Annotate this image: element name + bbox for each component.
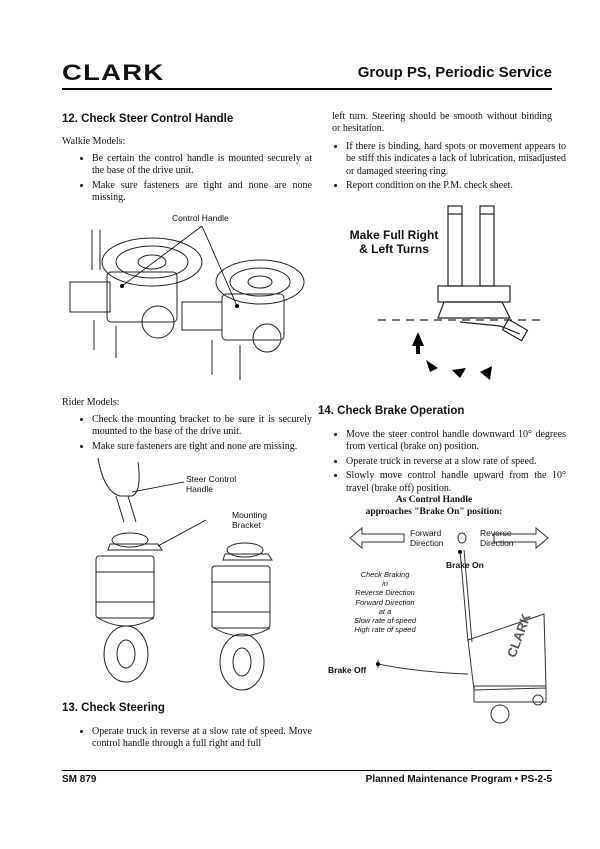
check-braking-note: Check Braking in Reverse Direction Forwa… xyxy=(340,570,430,634)
walkie-control-handle-figure: Control Handle xyxy=(62,210,308,390)
list-item: If there is binding, hard spots or movem… xyxy=(346,141,566,178)
full-turns-label: Make Full Right & Left Turns xyxy=(349,228,439,256)
list-item: Check the mounting bracket to be sure it… xyxy=(92,414,312,439)
manual-number: SM 879 xyxy=(62,774,97,785)
list-item: Move the steer control handle downward 1… xyxy=(346,429,566,454)
list-item: Make sure fasteners are tight and none a… xyxy=(92,441,312,453)
mounting-bracket-label: Mounting Bracket xyxy=(232,510,267,530)
page-reference: Planned Maintenance Program • PS-2-5 xyxy=(365,774,552,785)
section-13-title: 13. Check Steering xyxy=(62,702,165,714)
rider-label: Rider Models: xyxy=(62,397,120,408)
section-title: Group PS, Periodic Service xyxy=(357,64,552,81)
section-14-title: 14. Check Brake Operation xyxy=(318,405,465,417)
clark-logo: CLARK xyxy=(62,60,165,85)
steering-continued: left turn. Steering should be smooth wit… xyxy=(332,111,552,135)
list-item: Be certain the control handle is mounted… xyxy=(92,153,312,178)
walkie-label: Walkie Models: xyxy=(62,136,126,147)
section-12-title: 12. Check Steer Control Handle xyxy=(62,113,234,125)
header-rule xyxy=(62,88,552,90)
note-line: Check Braking xyxy=(360,570,410,579)
note-line: Reverse Direction xyxy=(355,588,415,598)
note-line: Slow rate of speed xyxy=(353,616,417,626)
steer-control-handle-label: Steer Control Handle xyxy=(186,474,237,494)
rider-list: Check the mounting bracket to be sure it… xyxy=(78,414,312,455)
note-line: High rate of speed xyxy=(354,625,416,635)
steering-list-continued: If there is binding, hard spots or movem… xyxy=(332,141,566,195)
reverse-direction-label: Reverse Direction xyxy=(480,528,514,548)
steering-list: Operate truck in reverse at a slow rate … xyxy=(78,726,312,753)
brake-caption-line-1: As Control Handle xyxy=(395,495,473,505)
note-line: in xyxy=(382,579,388,589)
list-item: Slowly move control handle upward from t… xyxy=(346,470,566,495)
brake-caption-line-2: approaches "Brake On" position: xyxy=(365,507,503,517)
rider-mounting-bracket-figure: Steer Control Handle Mounting Bracket xyxy=(80,452,300,692)
list-item: Operate truck in reverse at a slow rate … xyxy=(92,726,312,751)
note-line: Forward Direction xyxy=(355,597,415,607)
control-handle-label: Control Handle xyxy=(172,213,229,223)
brake-off-label: Brake Off xyxy=(328,665,367,675)
list-item: Make sure fasteners are tight and none a… xyxy=(92,180,312,205)
brake-on-label: Brake On xyxy=(446,560,484,570)
note-line: at a xyxy=(378,606,392,616)
forward-direction-label: Forward Direction xyxy=(410,528,444,548)
brake-operation-figure: Forward Direction Reverse Direction Brak… xyxy=(318,522,552,732)
steering-turns-figure: Make Full Right & Left Turns xyxy=(320,200,552,390)
brake-list: Move the steer control handle downward 1… xyxy=(332,429,566,497)
list-item: Operate truck in reverse at a slow rate … xyxy=(346,456,566,468)
list-item: Report condition on the P.M. check sheet… xyxy=(346,180,566,192)
footer-rule xyxy=(62,770,552,771)
walkie-list: Be certain the control handle is mounted… xyxy=(78,153,312,207)
